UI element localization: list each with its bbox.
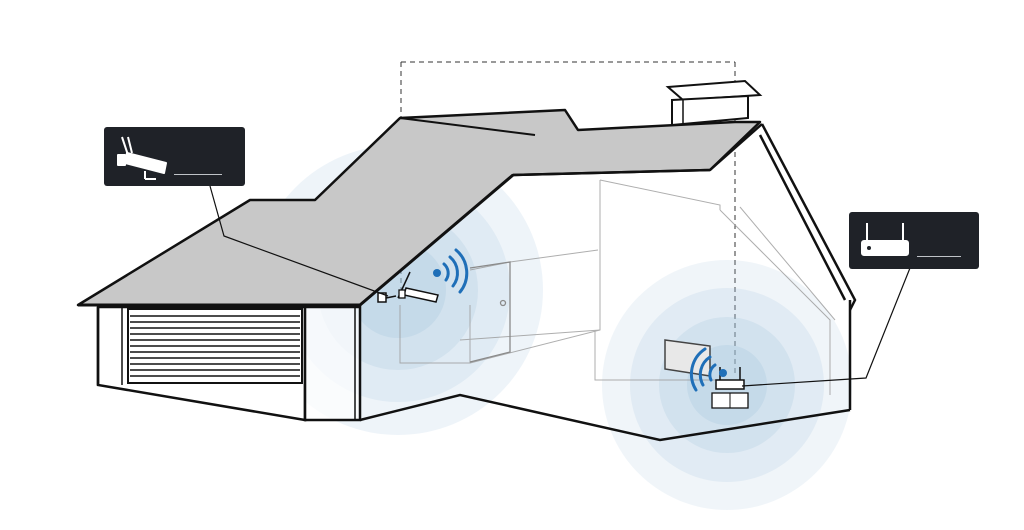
chimney: [665, 79, 763, 127]
wall-panel: [664, 339, 711, 377]
router-icon: [861, 223, 909, 256]
camera-device: [377, 271, 439, 303]
interior-door: [469, 261, 511, 363]
router-caption: [917, 256, 961, 257]
roof: [76, 108, 763, 307]
camera-wifi-icon: [433, 248, 469, 294]
router-wifi-icon: [689, 347, 727, 392]
right-roof-edge: [758, 123, 857, 311]
camera-caption: [174, 174, 222, 175]
camera-callout: [104, 127, 245, 186]
camera-icon: [117, 136, 167, 180]
router-callout: [849, 212, 979, 269]
callout-leaders: [209, 185, 911, 387]
garage-door: [127, 308, 303, 384]
front-wall: [303, 300, 852, 442]
